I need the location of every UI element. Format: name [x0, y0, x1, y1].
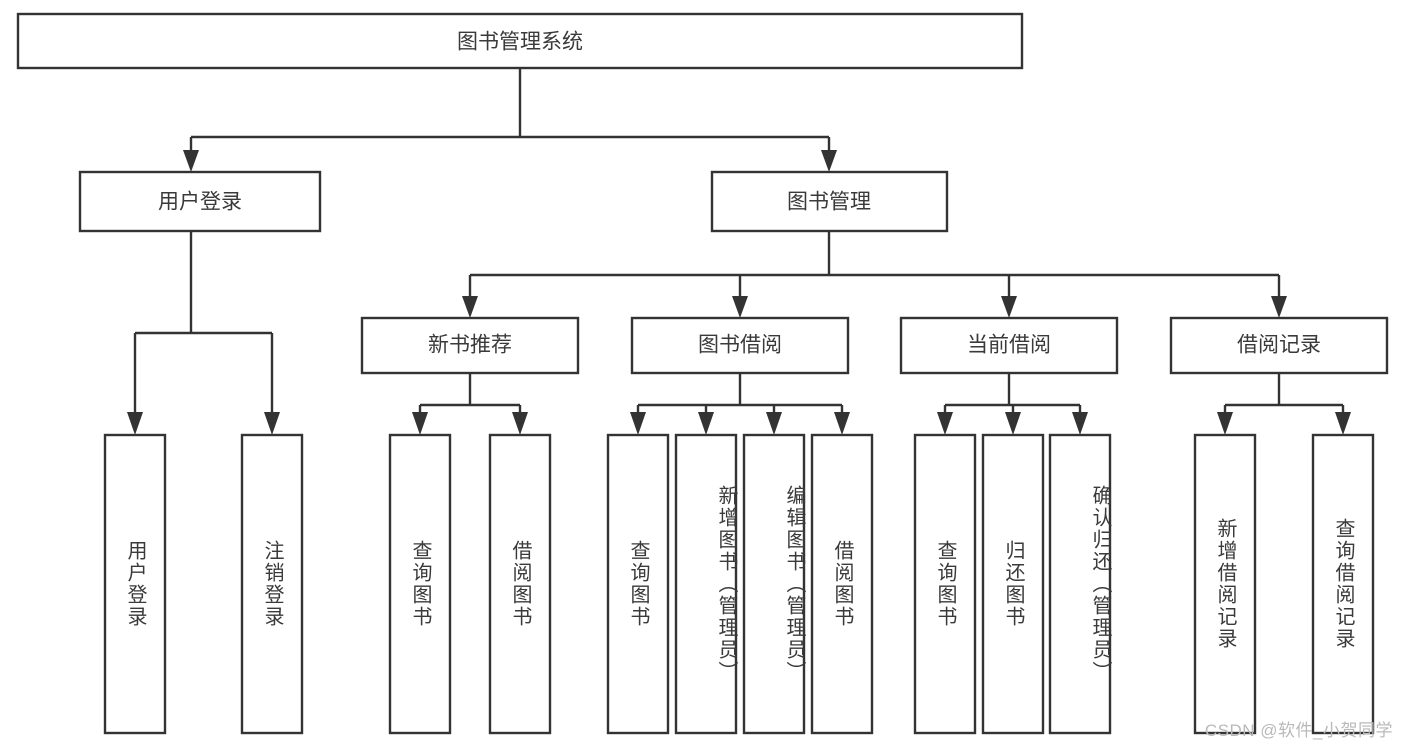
connector-user-login-to-leaves [127, 231, 280, 435]
connector-new-book-rec-to-leaves [412, 373, 528, 435]
node-current-borrow[interactable]: 当前借阅 [899, 316, 1119, 375]
connector-book-manage-to-level3 [462, 231, 1287, 318]
arrow-head-leaf-borrow-book-1 [512, 412, 528, 435]
arrow-head-leaf-edit-book [766, 412, 782, 435]
connector-root-to-level2 [183, 68, 837, 172]
node-leaf-query-book-1-box[interactable] [388, 433, 452, 735]
node-user-login-box[interactable] [78, 170, 322, 233]
node-root-label: 图书管理系统 [457, 31, 583, 54]
node-current-borrow-label: 当前借阅 [967, 334, 1051, 357]
arrow-head-leaf-query-record [1335, 412, 1351, 435]
arrow-head-borrow-record [1271, 296, 1287, 318]
node-new-book-rec-box[interactable] [360, 316, 580, 375]
node-user-login[interactable]: 用户登录 [78, 170, 322, 233]
arrow-head-leaf-user-login [127, 412, 143, 435]
node-leaf-add-record-box[interactable] [1193, 433, 1257, 735]
arrow-head-user-login [183, 150, 199, 172]
node-book-borrow-box[interactable] [630, 316, 850, 375]
node-book-manage-label: 图书管理 [787, 191, 871, 214]
connector-borrow-record-to-leaves [1217, 373, 1351, 435]
arrow-head-leaf-query-book-1 [412, 412, 428, 435]
node-borrow-record-label: 借阅记录 [1237, 334, 1321, 357]
node-leaf-query-book-2-box[interactable] [606, 433, 670, 735]
node-user-login-label: 用户登录 [158, 191, 242, 214]
node-leaf-logout-box[interactable] [240, 433, 304, 735]
node-leaf-query-record-box[interactable] [1311, 433, 1375, 735]
node-current-borrow-box[interactable] [899, 316, 1119, 375]
node-book-manage[interactable]: 图书管理 [710, 170, 949, 233]
node-book-borrow[interactable]: 图书借阅 [630, 316, 850, 375]
node-leaf-confirm-return-box[interactable] [1048, 433, 1112, 735]
node-book-manage-box[interactable] [710, 170, 949, 233]
node-new-book-rec[interactable]: 新书推荐 [360, 316, 580, 375]
connector-book-borrow-to-leaves [630, 373, 850, 435]
arrow-head-leaf-logout [264, 412, 280, 435]
node-leaf-return-book-box[interactable] [981, 433, 1045, 735]
node-borrow-record-box[interactable] [1169, 316, 1389, 375]
arrow-head-leaf-add-book [698, 412, 714, 435]
node-borrow-record[interactable]: 借阅记录 [1169, 316, 1389, 375]
arrow-head-leaf-query-book-2 [630, 412, 646, 435]
node-new-book-rec-label: 新书推荐 [428, 334, 512, 357]
arrow-head-book-borrow [732, 296, 748, 318]
node-book-borrow-label: 图书借阅 [698, 334, 782, 357]
arrow-head-leaf-return-book [1005, 412, 1021, 435]
node-leaf-borrow-book-2-box[interactable] [810, 433, 874, 735]
arrow-head-leaf-confirm-return [1072, 412, 1088, 435]
node-leaf-user-login-box[interactable] [103, 433, 167, 735]
arrow-head-new-book-rec [462, 296, 478, 318]
connector-current-borrow-to-leaves [937, 373, 1088, 435]
node-root-box[interactable] [16, 12, 1024, 70]
arrow-head-book-manage [821, 150, 837, 172]
watermark-text: CSDN @软件_小贺同学 [1204, 721, 1393, 740]
arrow-head-current-borrow [1001, 296, 1017, 318]
node-leaf-borrow-book-1-box[interactable] [488, 433, 552, 735]
leaf-boxes [103, 433, 1375, 735]
node-leaf-edit-book-box[interactable] [742, 433, 806, 735]
node-leaf-add-book-box[interactable] [674, 433, 738, 735]
arrow-head-leaf-query-book-3 [937, 412, 953, 435]
arrow-head-leaf-borrow-book-2 [834, 412, 850, 435]
node-leaf-query-book-3-box[interactable] [913, 433, 977, 735]
node-root[interactable]: 图书管理系统 [16, 12, 1024, 70]
arrow-head-leaf-add-record [1217, 412, 1233, 435]
